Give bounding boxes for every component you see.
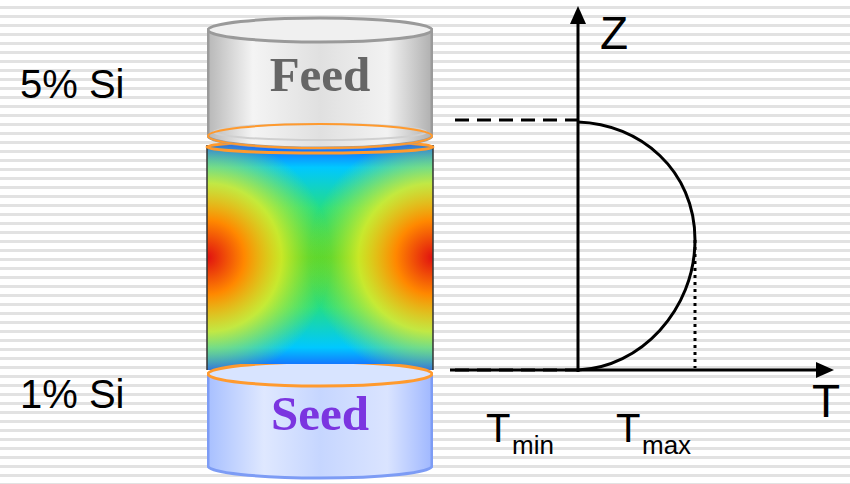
feed-cylinder: Feed bbox=[207, 10, 433, 150]
dashed-guide bbox=[455, 119, 578, 122]
hot-spot bbox=[207, 145, 433, 370]
t-axis bbox=[450, 369, 820, 372]
axis-tick-label: T bbox=[486, 408, 510, 448]
axis-label: T bbox=[812, 378, 840, 424]
dashed-guide bbox=[455, 369, 578, 372]
molten-zone bbox=[207, 145, 433, 370]
hot-spot bbox=[207, 145, 433, 370]
subscript: min bbox=[512, 432, 554, 458]
rod-label: Seed bbox=[207, 389, 433, 438]
rod-label: Feed bbox=[207, 50, 433, 99]
axis-label: Z bbox=[600, 10, 628, 56]
subscript: max bbox=[642, 432, 691, 458]
concentration-label: 1% Si bbox=[20, 374, 125, 414]
concentration-label: 5% Si bbox=[20, 64, 125, 104]
dotted-guide bbox=[694, 240, 697, 368]
seed-cylinder: Seed bbox=[207, 364, 433, 480]
temperature-profile bbox=[578, 122, 695, 370]
z-axis bbox=[577, 20, 580, 372]
axis-tick-label: T bbox=[616, 408, 640, 448]
